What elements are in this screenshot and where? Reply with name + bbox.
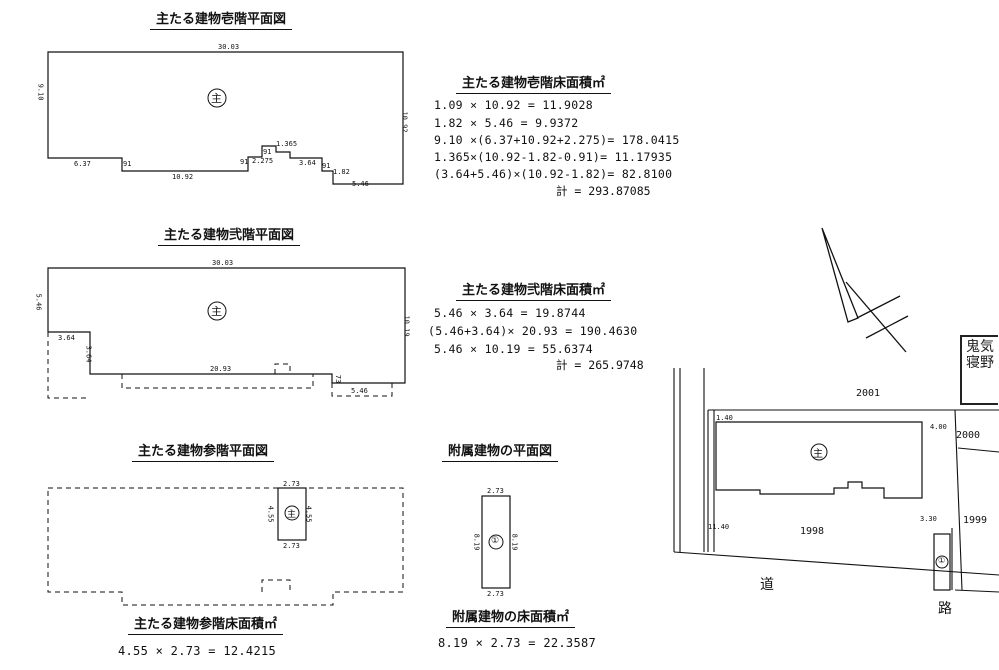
floor1-bottom-dim-3: 2.275 <box>252 157 274 165</box>
annex-dim-left: 8.19 <box>472 533 481 551</box>
floor1-area-row-4: 1.365×(10.92-1.82-0.91)= 11.17935 <box>434 150 673 164</box>
site-label-4: 3.30 <box>920 515 937 523</box>
floor1-outline <box>47 51 404 185</box>
floor1-step-dim-4: 91 <box>322 162 331 170</box>
floor2-dim-5: 73 <box>334 374 343 384</box>
annex-outline <box>481 495 511 589</box>
floor1-top-dim: 30.03 <box>218 43 240 51</box>
floor2-right-dim: 10.19 <box>402 315 411 337</box>
floor1-left-dim: 9.10 <box>36 83 45 101</box>
annex-dim-right: 8.19 <box>510 533 519 551</box>
site-annex-mark-circle <box>935 555 949 569</box>
floor2-left-dim: 5.46 <box>34 293 43 311</box>
floor2-area-row-2: (5.46+3.64)× 20.93 = 190.4630 <box>428 324 638 338</box>
annex-dim-bottom: 2.73 <box>487 590 504 598</box>
floor3-dim-top: 2.73 <box>283 480 300 488</box>
floor2-outline <box>47 267 406 384</box>
floor2-mark: 主 <box>211 305 222 318</box>
floor1-step-dim-5: 1.82 <box>333 168 350 176</box>
annex-dim-top: 2.73 <box>487 487 504 495</box>
site-main-mark: 主 <box>813 449 823 460</box>
site-main-building <box>715 421 923 499</box>
floor3-title: 主たる建物参階平面図 <box>132 440 275 462</box>
floor2-dim-4: 5.46 <box>351 387 368 395</box>
floor2-dim-3: 20.93 <box>210 365 232 373</box>
annex-area-title: 附属建物の床面積㎡ <box>446 606 576 628</box>
floor1-step-dim-2: 91 <box>240 158 249 166</box>
floor2-mark-circle <box>207 301 227 321</box>
annex-area-row: 8.19 × 2.73 = 22.3587 <box>438 636 597 650</box>
site-label-3: 11.40 <box>708 523 730 531</box>
site-boundaries <box>673 368 999 593</box>
floor1-area-row-5: (3.64+5.46)×(10.92-1.82)= 82.8100 <box>434 167 673 181</box>
floor1-mark-circle <box>207 88 227 108</box>
floor2-dim-1: 3.64 <box>58 334 75 342</box>
floor1-step-dim-1: 91 <box>123 160 132 168</box>
floor1-area-row-1: 1.09 × 10.92 = 11.9028 <box>434 98 593 112</box>
site-road-char-1: 道 <box>760 577 774 593</box>
annex-mark-circle <box>488 534 504 550</box>
floor2-dashed-tab <box>274 363 291 374</box>
site-annex-mark: ① <box>938 556 946 565</box>
floor3-area-title: 主たる建物参階床面積㎡ <box>128 613 284 635</box>
floor3-mark: 主 <box>287 510 297 520</box>
floor3-dashed-step <box>261 579 291 592</box>
floor1-mark: 主 <box>211 92 222 105</box>
floor2-title: 主たる建物弐階平面図 <box>158 224 301 246</box>
floor2-dashed-bottom <box>121 374 314 389</box>
floor3-dashed-outline <box>47 487 404 606</box>
floor2-dashed-lower-left <box>47 332 90 399</box>
site-lot-1999: 1999 <box>963 515 988 526</box>
floor1-area-row-3: 9.10 ×(6.37+10.92+2.275)= 178.0415 <box>434 133 680 147</box>
floor2-area-row-1: 5.46 × 3.64 = 19.8744 <box>434 306 586 320</box>
site-label-1: 1.40 <box>716 414 733 422</box>
floor1-right-dim: 10.92 <box>400 111 409 133</box>
floor3-dim-bottom: 2.73 <box>283 542 300 550</box>
floor1-bottom-dim-5: 3.64 <box>299 159 316 167</box>
annex-title: 附属建物の平面図 <box>442 440 559 462</box>
north-arrow-icon <box>821 227 909 353</box>
floor1-bottom-dim-2: 10.92 <box>172 173 194 181</box>
floor2-area-total: 計 = 265.9748 <box>556 358 644 372</box>
site-road-char-2: 路 <box>938 601 952 617</box>
floor1-step-dim-3: 91 <box>263 148 272 156</box>
floor2-area-title: 主たる建物弐階床面積㎡ <box>456 279 612 301</box>
floor2-area-row-3: 5.46 × 10.19 = 55.6374 <box>434 342 593 356</box>
site-lot-2000: 2000 <box>956 430 981 441</box>
site-main-mark-circle <box>810 443 828 461</box>
floor3-dim-left: 4.55 <box>266 505 275 523</box>
floor1-bottom-dim-6: 5.46 <box>352 180 369 188</box>
floor2-top-dim: 30.03 <box>212 259 234 267</box>
floor1-bottom-dim-1: 6.37 <box>74 160 91 168</box>
floor3-area-row: 4.55 × 2.73 = 12.4215 <box>118 644 277 658</box>
seal-stamp: 鬼気寝野 <box>960 335 998 405</box>
floor3-mark-circle <box>284 505 300 521</box>
site-lot-1998: 1998 <box>800 526 825 537</box>
site-annex <box>933 533 951 591</box>
floor3-dim-right: 4.55 <box>304 505 313 523</box>
floor1-title: 主たる建物壱階平面図 <box>150 8 293 30</box>
floor2-dim-2: 3.64 <box>84 345 93 363</box>
floor1-area-row-2: 1.82 × 5.46 = 9.9372 <box>434 116 579 130</box>
site-lot-2001: 2001 <box>856 388 881 399</box>
floor1-area-title: 主たる建物壱階床面積㎡ <box>456 72 612 94</box>
floor1-area-total: 計 = 293.87085 <box>556 184 651 198</box>
site-label-2: 4.00 <box>930 423 947 431</box>
floor1-bottom-dim-4: 1.365 <box>276 140 298 148</box>
annex-mark: ① <box>491 536 500 546</box>
